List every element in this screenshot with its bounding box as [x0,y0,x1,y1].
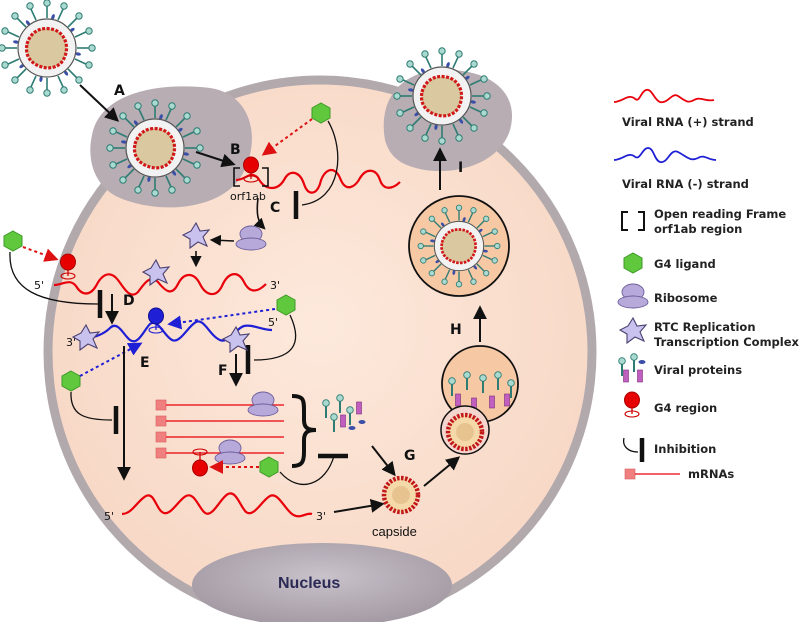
five-prime-d: 5' [34,279,44,292]
inhibition-c [301,120,339,206]
nucleus-label: Nucleus [278,575,340,592]
legend-mrna-icon [624,468,636,480]
plus-strand-bottom [121,492,313,518]
legend-ribosome-icon [617,283,649,309]
five-prime-neg: 5' [268,316,278,329]
legend-inhibition-arc [622,437,639,453]
three-prime-d: 3' [270,279,280,292]
inhibition-d [9,251,99,305]
step-h: H [450,322,462,338]
g4-ligand-lower-left [61,370,81,392]
legend-g4-ligand: G4 ligand [654,257,716,271]
inhibition-g [279,455,335,486]
legend-rtc-icon [619,317,647,344]
step-i: I [458,160,463,176]
virion-outside [0,0,97,98]
step-g: G [404,448,416,464]
legend-ribosome: Ribosome [654,291,718,305]
virion-mature [416,203,502,289]
curly-brace [291,394,317,468]
legend-inhibition: Inhibition [654,442,716,456]
legend-viral-proteins-icon [617,352,646,383]
arrow-to-rtc [209,234,235,247]
legend-plus-strand: Viral RNA (+) strand [622,115,754,129]
capsid [384,478,418,512]
three-prime-bottom: 3' [316,510,326,523]
legend-orf-2: orf1ab region [654,222,742,236]
legend-orf-1: Open reading Frame [654,207,786,221]
g4-ligand-mrna [259,456,279,478]
step-d: D [123,293,135,309]
legend-g4-region: G4 region [654,401,717,415]
step-c: C [270,200,280,216]
orf-bracket-left [233,167,240,187]
legend-rtc-2: Transcription Complex [654,335,800,349]
nucleus [192,543,452,622]
virion-exiting [392,46,492,146]
legend-g4-ligand-icon [623,252,643,274]
step-f: F [218,363,228,379]
step-e: E [140,355,150,371]
legend-viral-proteins: Viral proteins [654,363,742,377]
arrow-to-ribosome [253,197,266,230]
mrna-group [155,391,284,477]
legend-minus-strand-icon [613,147,717,163]
arrow-b [195,151,236,168]
ligand-bind-left [22,246,59,262]
step-b: B [230,142,241,158]
budding-capsid [448,415,482,449]
g4-ligand-left [3,230,23,252]
g4-region-neg [148,307,164,334]
orf-bracket-right [262,167,269,187]
legend-minus-strand: Viral RNA (-) strand [622,177,749,191]
three-prime-neg: 3' [66,336,76,349]
inhibition-f [253,314,297,361]
plus-strand-d [53,273,267,296]
virion-entering [105,98,205,198]
ligand-bind-lower [79,342,143,377]
legend: Viral RNA (+) strand Viral RNA (-) stran… [613,88,800,481]
legend-g4-region-icon [623,391,641,418]
arrow-genome-to-capsid [333,498,385,513]
arrow-proteins-to-capsid [371,445,396,477]
g4-ligand-right [276,294,296,316]
legend-rtc-1: RTC Replication [654,320,756,334]
legend-orf-icon [621,211,645,231]
legend-plus-strand-icon [613,88,715,104]
orf1ab-label: orf1ab [230,190,266,203]
five-prime-bottom: 5' [104,510,114,523]
capside-label: capside [372,524,417,539]
g4-ligand-top [311,102,331,124]
arrow-g [423,456,461,487]
step-a: A [114,83,125,99]
ligand-bind-top [261,118,313,156]
legend-mrnas: mRNAs [688,467,734,481]
arrow-a [79,84,120,122]
inhibition-e [70,391,113,421]
